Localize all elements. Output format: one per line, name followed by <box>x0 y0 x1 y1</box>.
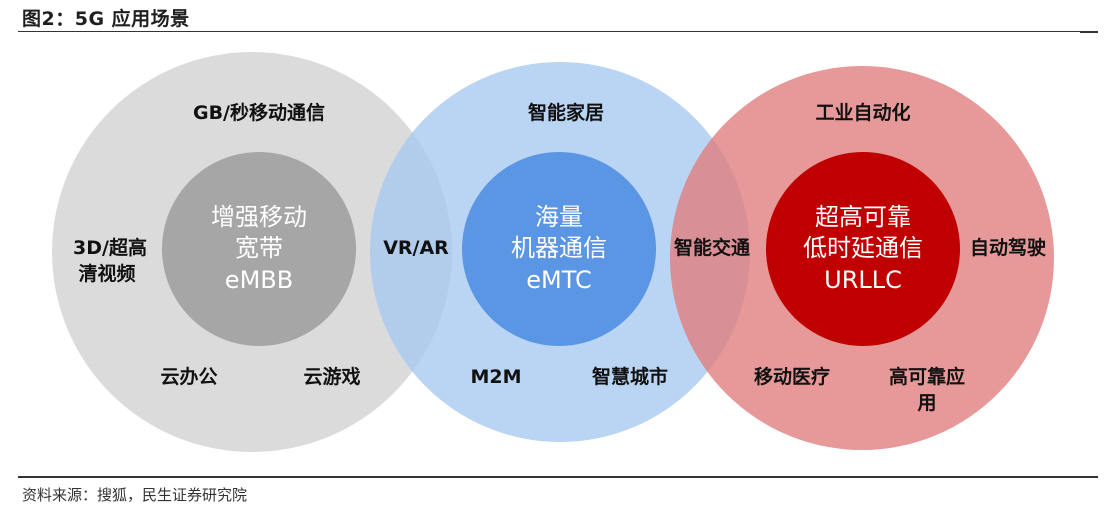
right-core-circle <box>766 152 960 346</box>
left-bottom-left-label: 云办公 <box>160 365 217 388</box>
top-rule-tick <box>1080 31 1098 33</box>
overlap-middle-right-label: 智能交通 <box>674 236 751 259</box>
middle-core-line-3: eMTC <box>526 266 591 294</box>
left-side-label-line-2: 清视频 <box>78 262 135 285</box>
right-bottom-right-label-line-1: 高可靠应 <box>889 365 965 388</box>
right-top-label: 工业自动化 <box>815 101 910 124</box>
middle-top-label: 智能家居 <box>528 101 604 124</box>
left-core-line-3: eMBB <box>225 266 293 294</box>
left-side-label-line-1: 3D/超高 <box>73 236 147 259</box>
middle-core-line-2: 机器通信 <box>511 234 607 262</box>
left-core-line-1: 增强移动 <box>211 203 307 231</box>
left-core-circle <box>162 152 356 346</box>
left-bottom-right-label: 云游戏 <box>303 365 360 388</box>
right-side-label: 自动驾驶 <box>970 236 1046 259</box>
overlap-left-middle-label: VR/AR <box>383 237 449 259</box>
middle-core-circle <box>462 152 656 346</box>
left-core-line-2: 宽带 <box>235 234 283 262</box>
source-note: 资料来源：搜狐，民生证券研究院 <box>22 486 248 504</box>
left-top-label: GB/秒移动通信 <box>193 101 325 124</box>
right-core-line-2: 低时延通信 <box>803 234 923 262</box>
right-bottom-left-label: 移动医疗 <box>754 365 830 388</box>
top-rule <box>18 31 1098 32</box>
bottom-rule <box>18 476 1098 478</box>
middle-bottom-left-label: M2M <box>470 366 521 388</box>
figure-title: 图2：5G 应用场景 <box>22 8 190 30</box>
middle-bottom-right-label: 智慧城市 <box>592 365 668 388</box>
right-core-line-3: URLLC <box>824 266 902 294</box>
right-core-line-1: 超高可靠 <box>815 203 911 231</box>
middle-core-line-1: 海量 <box>535 203 583 231</box>
right-bottom-right-label-line-2: 用 <box>917 392 936 414</box>
